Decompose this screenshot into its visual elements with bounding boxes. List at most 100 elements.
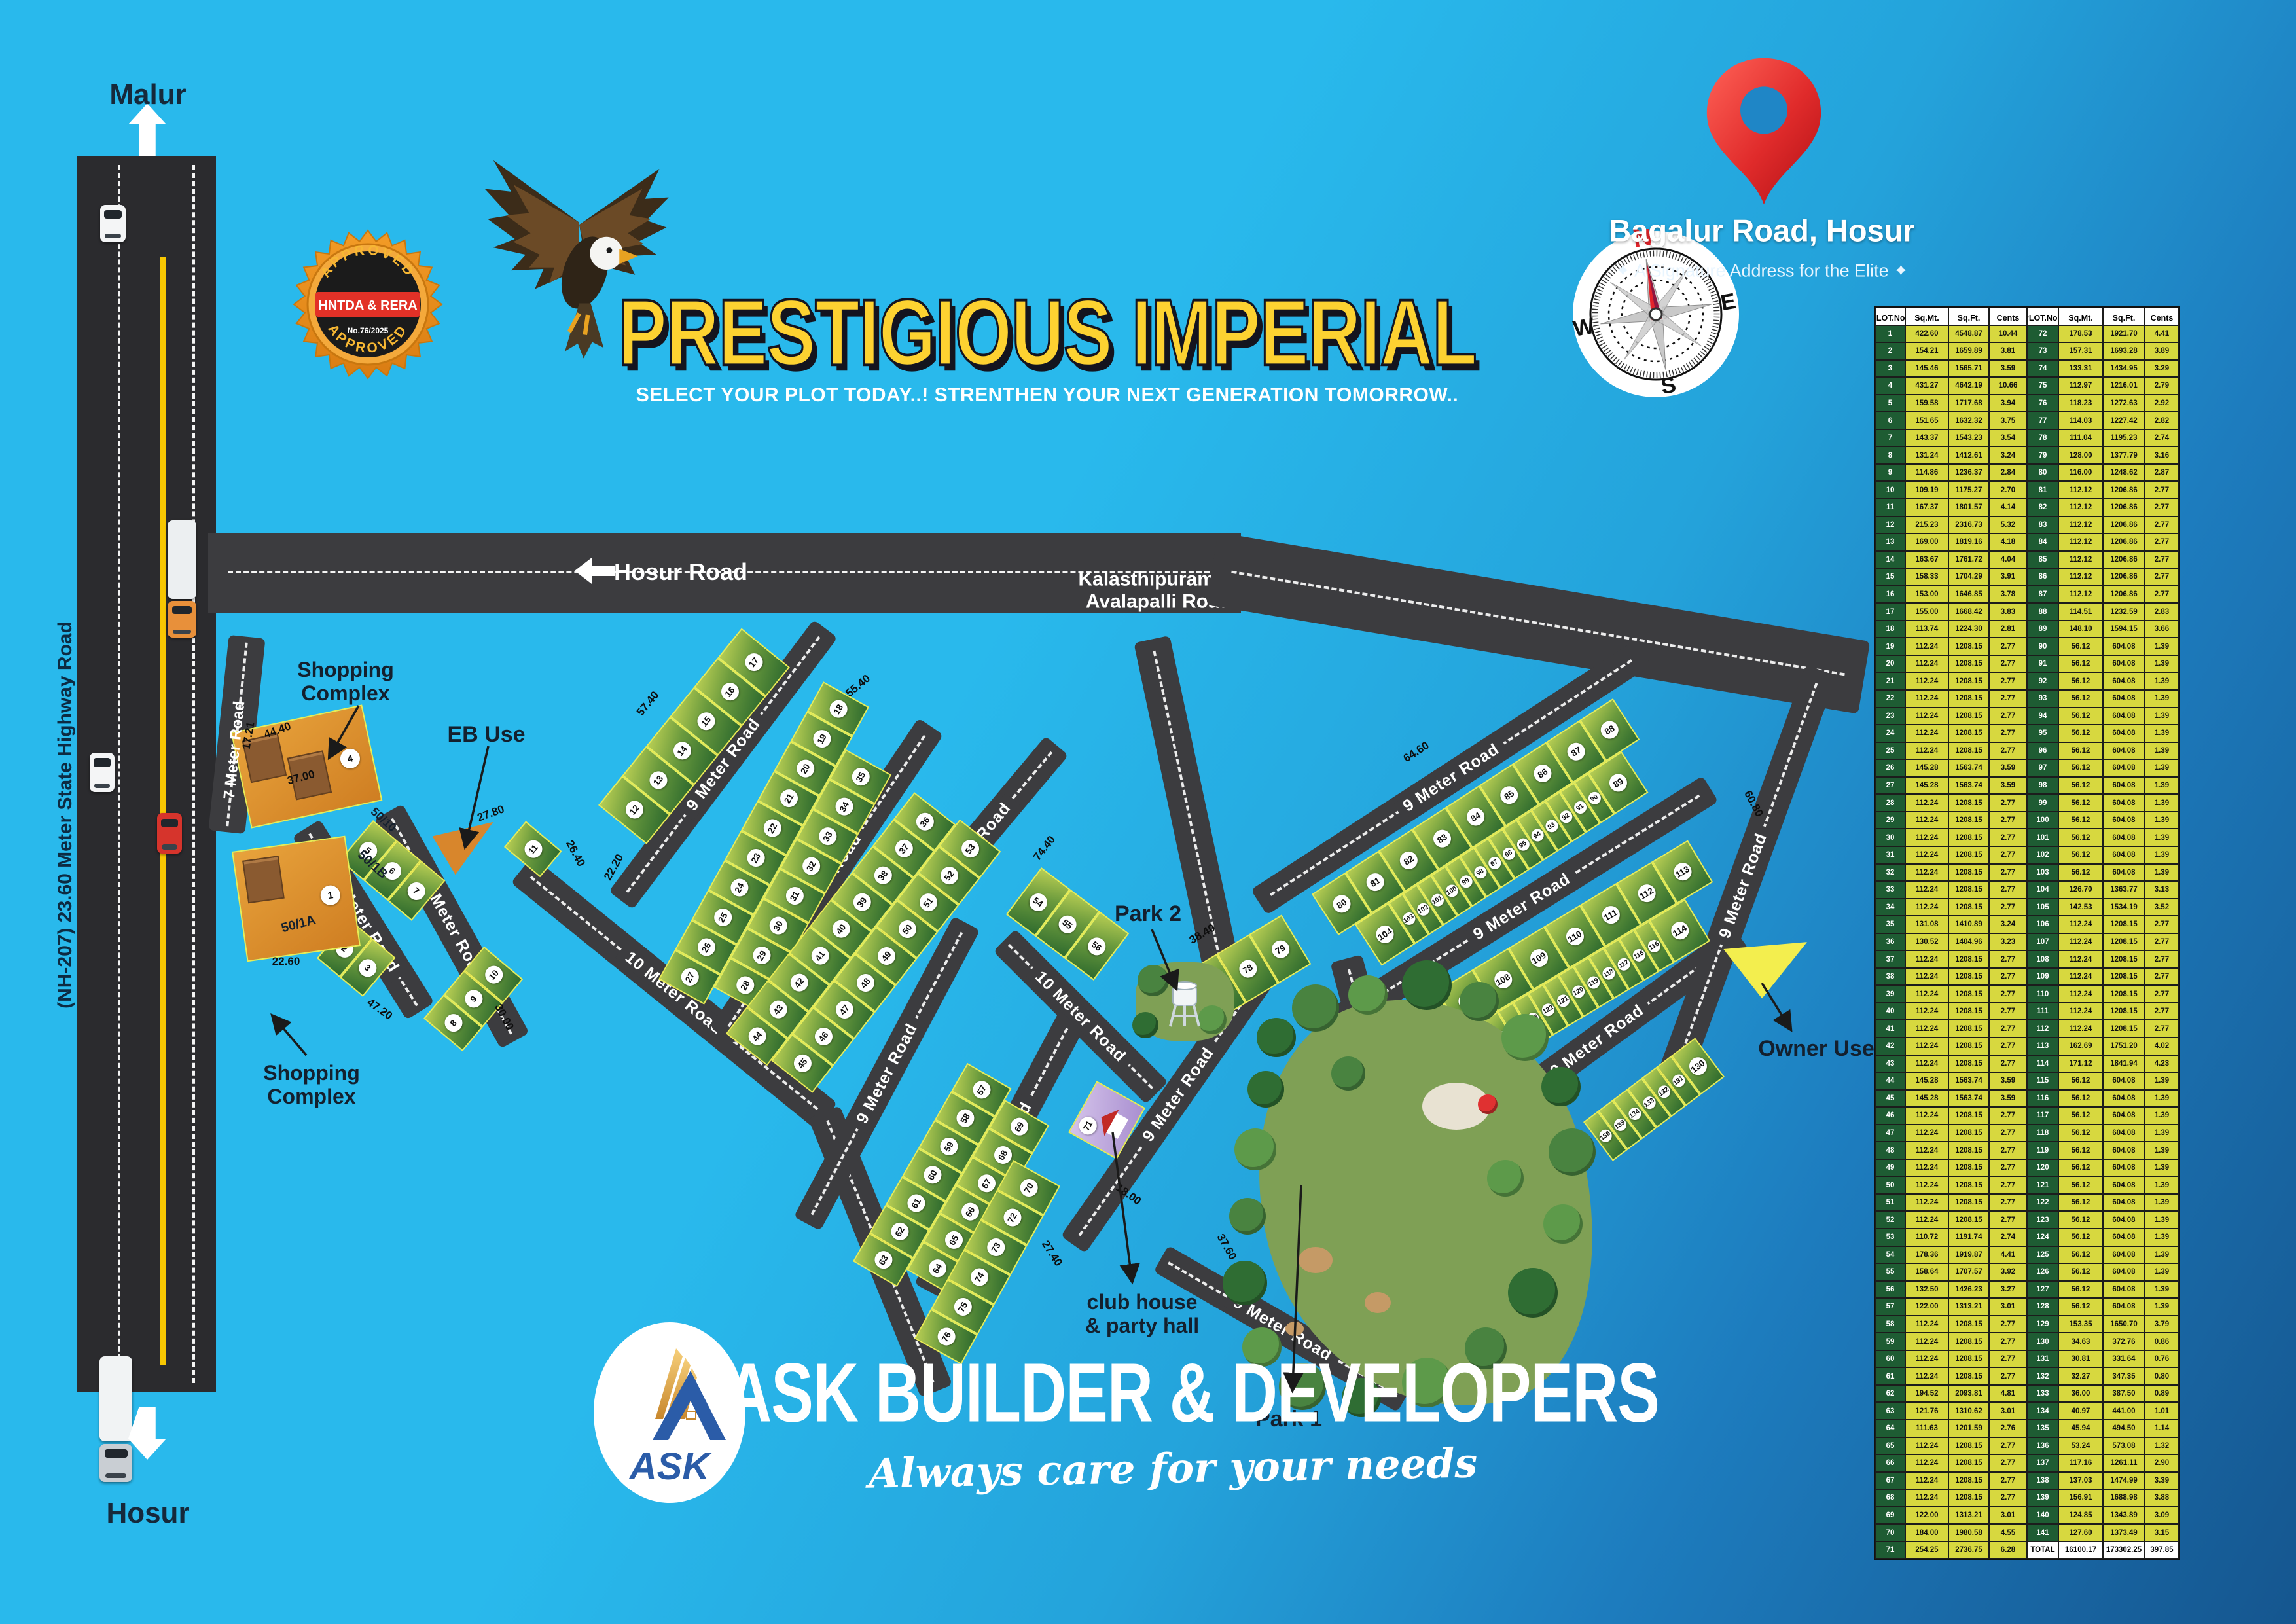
value-cell: 178.53: [2058, 325, 2103, 343]
plot-no-cell: 73: [2027, 342, 2058, 360]
value-cell: 112.24: [2058, 916, 2103, 933]
value-cell: 1646.85: [1948, 585, 1989, 604]
plot-no-cell: 121: [2027, 1176, 2058, 1194]
value-cell: 1208.15: [1948, 1037, 1989, 1055]
plot-number: 10: [480, 962, 507, 988]
plot-number: 8: [440, 1010, 466, 1036]
value-cell: 2.77: [1989, 707, 2027, 725]
value-cell: 132.50: [1905, 1280, 1948, 1299]
plot-number: 22: [760, 816, 784, 840]
value-cell: 3.24: [1989, 916, 2027, 933]
plot-no-cell: 113: [2027, 1037, 2058, 1055]
tree-icon: [1501, 1014, 1549, 1061]
value-cell: 112.24: [1905, 1489, 1948, 1507]
value-cell: 431.27: [1905, 377, 1948, 395]
shopping-complex-plot-1[interactable]: 1: [232, 835, 361, 962]
value-cell: 1208.15: [1948, 1142, 1989, 1159]
plot-number: 84: [1463, 804, 1488, 829]
dimension-label: 47.20: [365, 996, 395, 1022]
plot-number: 135: [1611, 1116, 1629, 1134]
value-cell: 112.24: [1905, 742, 1948, 760]
value-cell: 4.23: [2145, 1055, 2179, 1073]
value-cell: 1208.15: [1948, 690, 1989, 708]
value-cell: 2.77: [2145, 499, 2179, 516]
value-cell: 3.91: [1989, 568, 2027, 586]
plot-number: 32: [798, 854, 823, 878]
plot-no-cell: 11: [1875, 499, 1905, 516]
value-cell: 2.70: [1989, 481, 2027, 499]
value-cell: 1.39: [2145, 1159, 2179, 1177]
plot-no-cell: 100: [2027, 811, 2058, 829]
plot-no-cell: 81: [2027, 481, 2058, 499]
dimension-label: 37.60: [1214, 1231, 1240, 1262]
value-cell: 112.24: [2058, 1020, 2103, 1038]
plot-number: 61: [903, 1191, 928, 1216]
plot-no-cell: 52: [1875, 1211, 1905, 1229]
plot-no-cell: 74: [2027, 359, 2058, 378]
plot-number: 27: [677, 965, 702, 990]
lane-line: [192, 165, 195, 1383]
value-cell: 1208.15: [1948, 811, 1989, 829]
plot-no-cell: 16: [1875, 585, 1905, 604]
value-cell: 145.28: [1905, 1089, 1948, 1108]
plot-no-cell: 34: [1875, 898, 1905, 916]
value-cell: 112.24: [1905, 863, 1948, 882]
value-cell: 112.97: [2058, 377, 2103, 395]
value-cell: 1434.95: [2103, 359, 2145, 378]
value-cell: 112.24: [1905, 1020, 1948, 1038]
value-cell: 1.39: [2145, 742, 2179, 760]
plot-number: 42: [786, 970, 812, 996]
plot-no-cell: 19: [1875, 638, 1905, 655]
value-cell: 604.08: [2103, 725, 2145, 742]
eb-use-plot[interactable]: [431, 822, 499, 878]
value-cell: 1363.77: [2103, 881, 2145, 899]
value-cell: 2.77: [2145, 1002, 2179, 1020]
value-cell: 1208.15: [1948, 967, 1989, 986]
value-cell: 1801.57: [1948, 499, 1989, 516]
value-cell: 604.08: [2103, 1107, 2145, 1125]
value-cell: 110.72: [1905, 1228, 1948, 1246]
vehicle: [99, 1356, 132, 1441]
plot-no-cell: 55: [1875, 1263, 1905, 1281]
tree-icon: [1549, 1128, 1596, 1176]
tree-icon: [1460, 982, 1499, 1021]
vehicle: [90, 753, 115, 792]
map-label: Shopping Complex: [297, 658, 394, 705]
value-cell: 1.39: [2145, 846, 2179, 864]
plot-no-cell: 106: [2027, 916, 2058, 933]
value-cell: 112.12: [2058, 499, 2103, 516]
plot-number: 113: [1670, 859, 1695, 884]
tree-icon: [1348, 975, 1388, 1015]
plot-no-cell: 80: [2027, 463, 2058, 482]
plot-number: 33: [815, 824, 840, 849]
dimension-label: 27.40: [1039, 1238, 1065, 1269]
value-cell: 1208.15: [2103, 967, 2145, 986]
plot-no-cell: 101: [2027, 829, 2058, 846]
plot-number: 131: [1670, 1072, 1687, 1090]
value-cell: 604.08: [2103, 638, 2145, 655]
location-subtitle: ✦ A Signature Address for the Elite ✦: [1615, 261, 1909, 281]
value-cell: 3.79: [2145, 1315, 2179, 1333]
value-cell: 112.24: [1905, 1437, 1948, 1455]
value-cell: 112.24: [1905, 846, 1948, 864]
plot-no-cell: 53: [1875, 1228, 1905, 1246]
value-cell: 117.16: [2058, 1454, 2103, 1472]
plot-number: 134: [1626, 1105, 1643, 1123]
plot-11[interactable]: 11: [504, 821, 562, 878]
value-cell: 1208.15: [1948, 707, 1989, 725]
value-cell: 112.24: [1905, 638, 1948, 655]
value-cell: 1426.23: [1948, 1280, 1989, 1299]
plot-no-cell: 98: [2027, 776, 2058, 795]
value-cell: 1175.27: [1948, 481, 1989, 499]
value-cell: 1206.86: [2103, 550, 2145, 569]
plot-no-cell: 48: [1875, 1142, 1905, 1159]
value-cell: 1208.15: [1948, 1333, 1989, 1350]
hosur-road-dash: [228, 571, 1210, 573]
value-cell: 5.32: [1989, 516, 2027, 534]
value-cell: 2.77: [1989, 742, 2027, 760]
value-cell: 56.12: [2058, 1142, 2103, 1159]
svg-text:W: W: [1571, 314, 1597, 342]
value-cell: 1208.15: [2103, 916, 2145, 933]
value-cell: 4.41: [1989, 1246, 2027, 1264]
value-cell: 184.00: [1905, 1524, 1948, 1542]
